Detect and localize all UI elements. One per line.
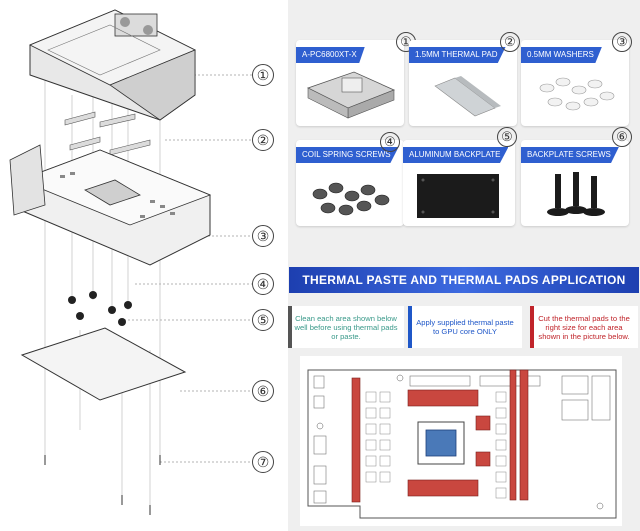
- exploded-view-panel: ① ② ③ ④ ⑤ ⑥ ⑦: [0, 0, 288, 531]
- note-bar: [408, 306, 412, 348]
- part-card-backplate-screws: BACKPLATE SCREWS: [521, 140, 629, 226]
- backplate-screws-thumbnail: [547, 172, 605, 216]
- part-card-coil-screws: COIL SPRING SCREWS: [296, 140, 404, 226]
- note-clean: Clean each area shown below well before …: [288, 306, 404, 348]
- callout-4: ④: [252, 273, 274, 295]
- exploded-view-drawing: [9, 9, 252, 515]
- part-card-backplate: ALUMINUM BACKPLATE: [403, 140, 515, 226]
- part-card-washers: 0.5MM WASHERS: [521, 40, 629, 126]
- part-label: 1.5MM THERMAL PAD: [409, 47, 506, 63]
- pcb-pad-layout: [300, 356, 622, 526]
- callout-5: ⑤: [252, 309, 274, 331]
- part-label: BACKPLATE SCREWS: [521, 147, 619, 163]
- part-card-thermal-pad: 1.5MM THERMAL PAD: [409, 40, 517, 126]
- note-bar: [288, 306, 292, 348]
- card-number-6: ⑥: [612, 127, 632, 147]
- pcb-drawing: [9, 144, 212, 266]
- gpu-core-area: [425, 429, 457, 457]
- callout-1: ①: [252, 64, 274, 86]
- waterblock-drawing: [29, 9, 196, 121]
- card-number-3: ③: [612, 32, 632, 52]
- card-number-2: ②: [500, 32, 520, 52]
- part-label: COIL SPRING SCREWS: [296, 147, 399, 163]
- backplate-drawing: [20, 327, 187, 401]
- coil-screws-thumbnail: [312, 182, 390, 216]
- waterblock-thumbnail: [306, 71, 396, 119]
- callout-3: ③: [252, 225, 274, 247]
- note-text: Apply supplied thermal paste to GPU core…: [416, 318, 514, 336]
- note-paste: Apply supplied thermal paste to GPU core…: [408, 306, 522, 348]
- note-pads: Cut the thermal pads to the right size f…: [530, 306, 638, 348]
- note-text: Cut the thermal pads to the right size f…: [538, 313, 630, 341]
- part-card-waterblock: A-PC6800XT-X: [296, 40, 404, 126]
- card-number-5: ⑤: [497, 127, 517, 147]
- part-label: ALUMINUM BACKPLATE: [403, 147, 509, 163]
- callout-6: ⑥: [252, 380, 274, 402]
- application-banner: THERMAL PASTE AND THERMAL PADS APPLICATI…: [289, 267, 639, 293]
- backplate-thumbnail: [417, 174, 499, 218]
- thermal-pad-thumbnail: [434, 76, 501, 117]
- callout-2: ②: [252, 129, 274, 151]
- note-bar: [530, 306, 534, 348]
- note-text: Clean each area shown below well before …: [294, 313, 398, 341]
- callout-7: ⑦: [252, 451, 274, 473]
- part-label: 0.5MM WASHERS: [521, 47, 602, 63]
- part-label: A-PC6800XT-X: [296, 47, 365, 63]
- card-number-4: ④: [380, 132, 400, 152]
- washers-thumbnail: [539, 77, 615, 111]
- thermal-pad-areas: [351, 369, 529, 503]
